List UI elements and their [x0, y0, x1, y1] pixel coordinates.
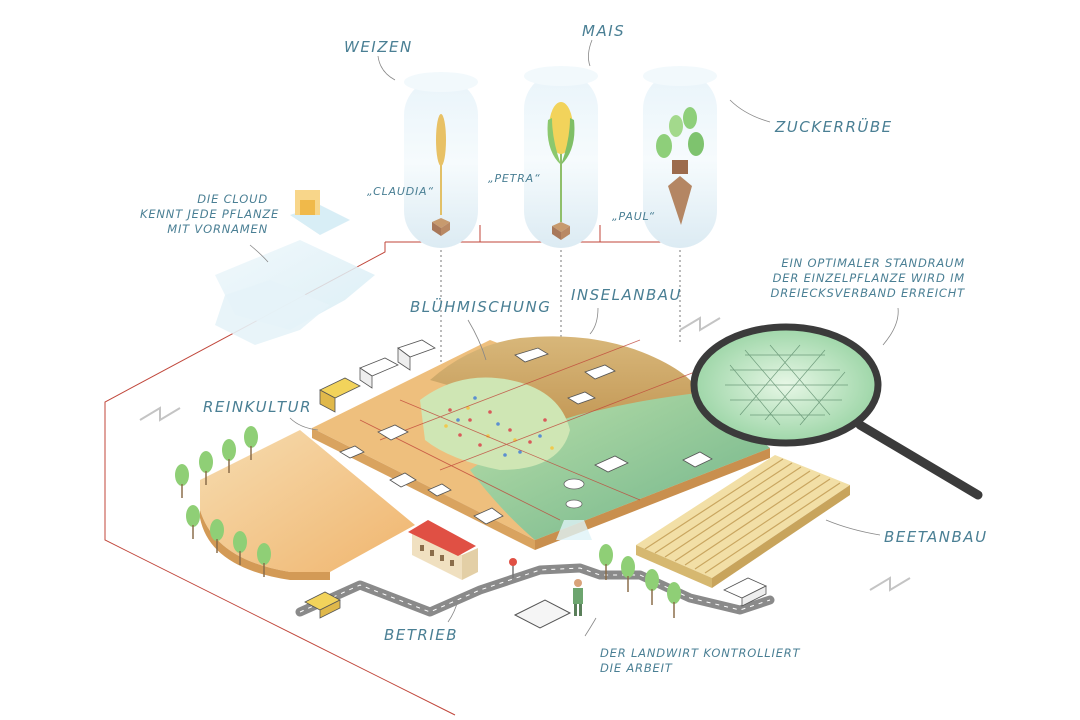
- label-paul: „PAUL“: [612, 210, 655, 223]
- label-standraum-line-1: EIN OPTIMALER STANDRAUM: [781, 256, 965, 270]
- reinkultur-field: [200, 430, 415, 580]
- beetanbau-field: [636, 455, 850, 588]
- label-landwirt-line-1: DER LANDWIRT KONTROLLIERT: [600, 646, 801, 660]
- label-cloud: DIE CLOUD KENNT JEDE PFLANZE MIT VORNAME…: [140, 192, 280, 237]
- road-dashes: [299, 567, 771, 613]
- vehicles: [304, 339, 767, 619]
- label-bluehmischung: BLÜHMISCHUNG: [410, 298, 552, 316]
- farmer-icon: [573, 579, 583, 616]
- label-mais: MAIS: [582, 22, 626, 40]
- magnifier-icon: [690, 323, 983, 500]
- barn-icon: [408, 520, 478, 580]
- cloud-icon: [215, 190, 375, 345]
- label-beetanbau: BEETANBAU: [884, 528, 988, 546]
- label-petra: „PETRA“: [488, 172, 541, 185]
- label-landwirt-line-2: DIE ARBEIT: [600, 661, 673, 675]
- label-cloud-line-2: KENNT JEDE PFLANZE: [140, 207, 280, 221]
- cylinder-mais: [524, 66, 598, 248]
- label-zuckerruebe: ZUCKERRÜBE: [775, 118, 893, 136]
- label-standraum: EIN OPTIMALER STANDRAUM DER EINZELPFLANZ…: [760, 256, 965, 301]
- tablet-icon: [513, 599, 572, 629]
- label-betrieb: BETRIEB: [384, 626, 459, 644]
- signpost-icon: [509, 558, 517, 578]
- label-claudia: „CLAUDIA“: [367, 185, 434, 198]
- trees: [175, 426, 681, 618]
- label-cloud-line-1: DIE CLOUD: [197, 192, 268, 206]
- label-landwirt: DER LANDWIRT KONTROLLIERT DIE ARBEIT: [600, 646, 800, 676]
- label-weizen: WEIZEN: [344, 38, 413, 56]
- leader-lines: [249, 39, 899, 637]
- label-standraum-line-2: DER EINZELPFLANZE WIRD IM: [772, 271, 965, 285]
- label-inselanbau: INSELANBAU: [571, 286, 683, 304]
- label-reinkultur: REINKULTUR: [203, 398, 312, 416]
- zigzag-marks: [139, 316, 911, 592]
- label-standraum-line-3: DREIECKSVERBAND ERREICHT: [770, 286, 965, 300]
- cylinder-zuckerruebe: [643, 66, 717, 248]
- drone-icon: [556, 478, 592, 540]
- bluehmischung-field: [420, 377, 570, 470]
- label-cloud-line-3: MIT VORNAMEN: [167, 222, 268, 236]
- cylinder-weizen: [404, 72, 478, 248]
